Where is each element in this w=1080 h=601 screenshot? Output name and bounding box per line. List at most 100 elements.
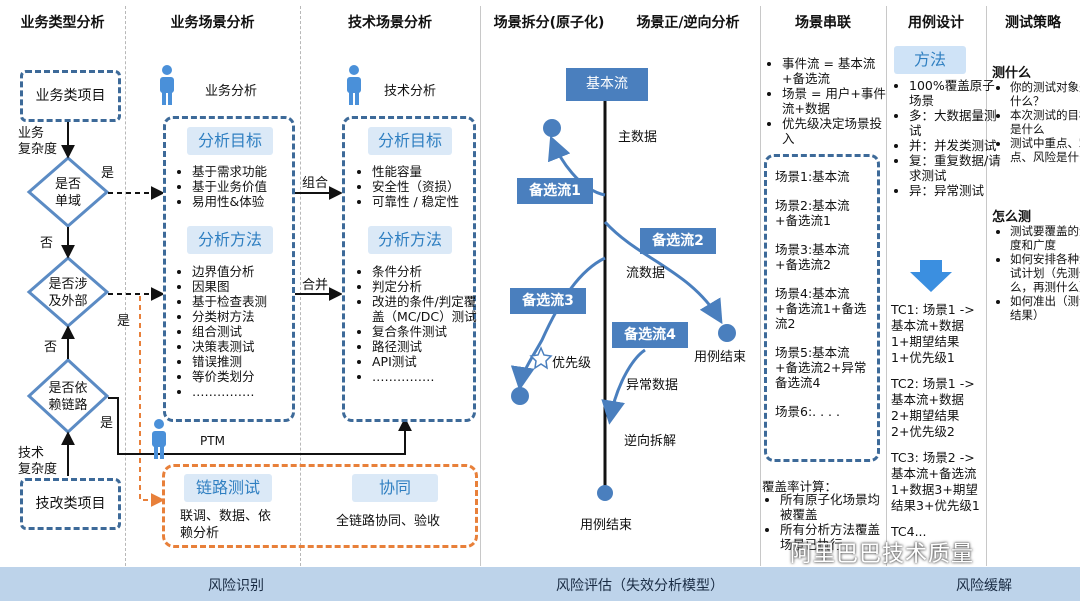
end-node — [597, 485, 613, 501]
list-item: 如何安排各种测试计划（先测什么，再测什么） — [1010, 252, 1080, 294]
scene-item: 场景4:基本流+备选流1+备选流2 — [775, 286, 867, 331]
list-item: 测试中重点、难点、风险是什么 — [1010, 136, 1080, 164]
separator — [480, 6, 481, 566]
priority-label: 优先级 — [552, 356, 592, 371]
tech-method-title: 分析方法 — [368, 226, 452, 254]
biz-item-box: 业务类项目 — [20, 70, 121, 122]
biz-analysis-label: 业务分析 — [205, 84, 258, 99]
alt-end-node — [718, 324, 736, 342]
footer-risk-assess: 风险评估（失效分析模型） — [556, 578, 724, 594]
yes-label-1: 是 — [101, 166, 115, 181]
list-item: 100%覆盖原子场景 — [909, 78, 1001, 108]
scene-item: 场景1:基本流 — [775, 169, 850, 184]
q-chain: 是否依 赖链路 — [48, 381, 88, 413]
tech-goal-title: 分析目标 — [368, 127, 452, 155]
testcase-item: TC2: 场景1 -> 基本流+数据2+期望结果2+优先级2 — [891, 376, 975, 439]
list-item: 场景 = 用户+事件流+数据 — [782, 86, 894, 116]
list-item: 多：大数据量测试 — [909, 108, 1001, 138]
diamond-single-domain — [26, 156, 110, 228]
priority-star-icon — [529, 346, 553, 370]
list-item: 所有原子化场景均被覆盖 — [780, 492, 892, 522]
biz-method-title: 分析方法 — [187, 226, 273, 254]
merge-label: 合并 — [302, 278, 329, 293]
list-item: 基于业务价值 — [192, 179, 267, 194]
scene-chain-bullets: 事件流 = 基本流+备选流 场景 = 用户+事件流+数据 优先级决定场景投入 — [766, 56, 894, 146]
ptm-label: PTM — [200, 434, 225, 448]
separator — [886, 6, 887, 566]
header-scene-split: 场景拆分(原子化) — [493, 15, 605, 31]
biz-goal-title: 分析目标 — [187, 127, 273, 155]
footer-band: 风险识别 风险评估（失效分析模型） 风险缓解 — [0, 567, 1080, 601]
list-item: 分类树方法 — [192, 309, 267, 324]
combine-label: 组合 — [302, 176, 329, 191]
link-test-desc: 联调、数据、依 赖分析 — [180, 509, 272, 541]
biz-analysis-box — [163, 116, 295, 422]
coop-title: 协同 — [352, 474, 438, 502]
footer-risk-mitigate: 风险缓解 — [956, 578, 1012, 594]
list-item: 基于需求功能 — [192, 164, 267, 179]
list-item: 易用性&体验 — [192, 194, 267, 209]
down-arrow-icon — [910, 260, 952, 292]
header-usecase-design: 用例设计 — [908, 15, 964, 31]
list-item: 因果图 — [192, 279, 267, 294]
list-item: 决策表测试 — [192, 339, 267, 354]
yes-label-3: 是 — [100, 416, 114, 431]
header-scene-chain: 场景串联 — [795, 15, 851, 31]
separator — [300, 6, 301, 566]
header-business-scene: 业务场景分析 — [170, 15, 255, 31]
basic-flow-box: 基本流 — [566, 68, 648, 101]
how-title: 怎么测 — [992, 210, 1032, 225]
coop-desc: 全链路协同、验收 — [336, 514, 441, 529]
separator — [760, 6, 761, 566]
testcase-item: TC1: 场景1 -> 基本流+数据1+期望结果1+优先级1 — [891, 302, 975, 365]
flow-data-label: 流数据 — [626, 266, 666, 281]
method-title: 方法 — [894, 46, 966, 74]
coverage-list: 所有原子化场景均被覆盖 所有分析方法覆盖场景已执行 — [764, 492, 892, 552]
person-icon — [347, 65, 361, 105]
main-data-label: 主数据 — [618, 130, 658, 145]
list-item: 等价类划分 — [192, 369, 267, 384]
scene-item: 场景2:基本流+备选流1 — [775, 198, 850, 228]
biz-complexity-label: 业务 复杂度 — [18, 126, 58, 157]
diagram-canvas — [26, 101, 952, 507]
biz-method-list: 边界值分析 因果图 基于检查表测 分类树方法 组合测试 决策表测试 错误推测 等… — [176, 264, 267, 399]
list-item: 判定分析 — [372, 279, 484, 294]
tech-complexity-label: 技术 复杂度 — [18, 446, 58, 477]
yes-label-2: 是 — [117, 314, 131, 329]
tech-item-box: 技改类项目 — [20, 478, 121, 530]
header-business-type: 业务类型分析 — [20, 15, 105, 31]
q-external: 是否涉 及外部 — [48, 277, 88, 309]
how-list: 测试要覆盖的深度和广度 如何安排各种测试计划（先测什么，再测什么） 如何准出（测… — [994, 224, 1080, 322]
link-test-box — [162, 464, 478, 548]
q-single-domain: 是否 单域 — [54, 177, 81, 209]
list-item: 本次测试的目标是什么 — [1010, 108, 1080, 136]
what-title: 测什么 — [992, 66, 1032, 81]
list-item: 你的测试对象是什么？ — [1010, 80, 1080, 108]
alt3-end-node — [511, 387, 529, 405]
list-item: 条件分析 — [372, 264, 484, 279]
tech-analysis-label: 技术分析 — [384, 84, 437, 99]
tech-goal-list: 性能容量 安全性（资损） 可靠性 / 稳定性 — [356, 164, 460, 209]
list-item: 改进的条件/判定覆盖（MC/DC）测试 — [372, 294, 484, 324]
alt-flow-3: 备选流3 — [510, 288, 586, 314]
list-item: 如何准出（测试结果） — [1010, 294, 1080, 322]
usecase-end-label-2: 用例结束 — [580, 518, 633, 533]
testcase-item: TC3: 场景2 -> 基本流+备选流1+数据3+期望结果3+优先级1 — [891, 450, 980, 513]
start-node — [543, 119, 561, 137]
alt-flow-1: 备选流1 — [517, 178, 593, 204]
what-list: 你的测试对象是什么？ 本次测试的目标是什么 测试中重点、难点、风险是什么 — [994, 80, 1080, 164]
list-item: 路径测试 — [372, 339, 484, 354]
list-item: 安全性（资损） — [372, 179, 460, 194]
list-item: 组合测试 — [192, 324, 267, 339]
header-tech-scene: 技术场景分析 — [348, 15, 432, 31]
biz-goal-list: 基于需求功能 基于业务价值 易用性&体验 — [176, 164, 267, 209]
list-item: 复合条件测试 — [372, 324, 484, 339]
alt-flow-4: 备选流4 — [612, 322, 688, 348]
header-scene-fwd-rev: 场景正/逆向分析 — [636, 15, 740, 31]
list-item: 边界值分析 — [192, 264, 267, 279]
list-item: …………… — [192, 384, 267, 399]
coverage-title: 覆盖率计算： — [762, 479, 838, 494]
watermark-text: 阿里巴巴技术质量 — [790, 542, 975, 567]
person-icon — [152, 419, 166, 459]
scene-list-box: 场景1:基本流 场景2:基本流+备选流1 场景3:基本流+备选流2 场景4:基本… — [764, 154, 880, 462]
